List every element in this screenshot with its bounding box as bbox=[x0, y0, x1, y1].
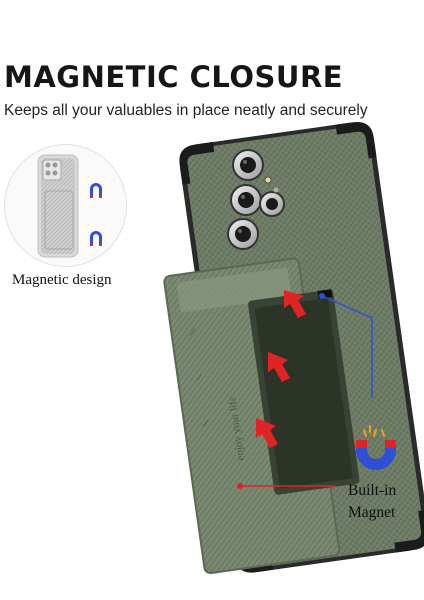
magnetic-design-inset bbox=[4, 144, 127, 267]
horseshoe-magnet-icon bbox=[356, 425, 396, 470]
page-title: MAGNETIC CLOSURE bbox=[4, 60, 344, 94]
top-magnet-icon bbox=[90, 183, 102, 198]
arrow-top bbox=[284, 290, 306, 318]
arrow-middle bbox=[268, 352, 290, 382]
arrow-bottom bbox=[256, 418, 278, 448]
card-slot bbox=[248, 289, 360, 495]
bottom-magnet-icon bbox=[90, 231, 102, 246]
inset-label: Magnetic design bbox=[12, 272, 112, 288]
page-subtitle: Keeps all your valuables in place neatly… bbox=[4, 102, 368, 119]
magnet-arrows bbox=[256, 290, 306, 448]
callout-line2: Magnet bbox=[348, 504, 396, 521]
case-back-illustration bbox=[37, 154, 102, 258]
built-in-magnet-callout: Built-in Magnet bbox=[348, 480, 396, 524]
callout-line1: Built-in bbox=[348, 482, 397, 499]
camera-module bbox=[227, 149, 285, 250]
callout-line-top bbox=[321, 295, 373, 398]
